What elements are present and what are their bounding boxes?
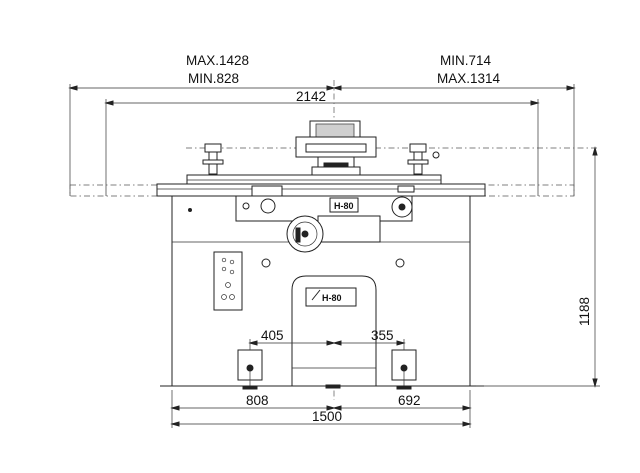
- control-panel: [213, 251, 243, 311]
- base-dimension-lines: [170, 390, 472, 428]
- height-dimension-lines: [476, 146, 600, 388]
- door-brand-label: H-80: [322, 293, 342, 303]
- sliding-table: [156, 174, 486, 197]
- top-dimension-lines: [68, 84, 576, 196]
- spindle-head: [295, 120, 377, 176]
- fence-assembly: [186, 143, 600, 175]
- left-min-label: MIN.828: [188, 71, 239, 86]
- left-foot: [237, 349, 263, 390]
- base-left-label: 808: [246, 393, 269, 408]
- base-right-label: 692: [398, 393, 421, 408]
- right-foot: [391, 349, 417, 390]
- base-total-label: 1500: [312, 409, 342, 424]
- left-screw: [188, 208, 192, 212]
- right-knob: [395, 258, 405, 268]
- foot-right-label: 355: [371, 328, 394, 343]
- right-min-label: MIN.714: [440, 53, 492, 68]
- foot-left-label: 405: [261, 328, 284, 343]
- total-width-label: 2142: [296, 89, 326, 104]
- foot-dimension-lines: [248, 339, 406, 350]
- small-brand-label: H-80: [334, 201, 354, 211]
- height-label: 1188: [577, 297, 592, 326]
- left-knob: [261, 258, 271, 268]
- top-controls: H-80: [242, 185, 415, 218]
- right-max-label: MAX.1314: [437, 71, 501, 86]
- left-max-label: MAX.1428: [186, 53, 249, 68]
- height-handwheel: [286, 215, 324, 253]
- access-door: H-80: [291, 275, 377, 387]
